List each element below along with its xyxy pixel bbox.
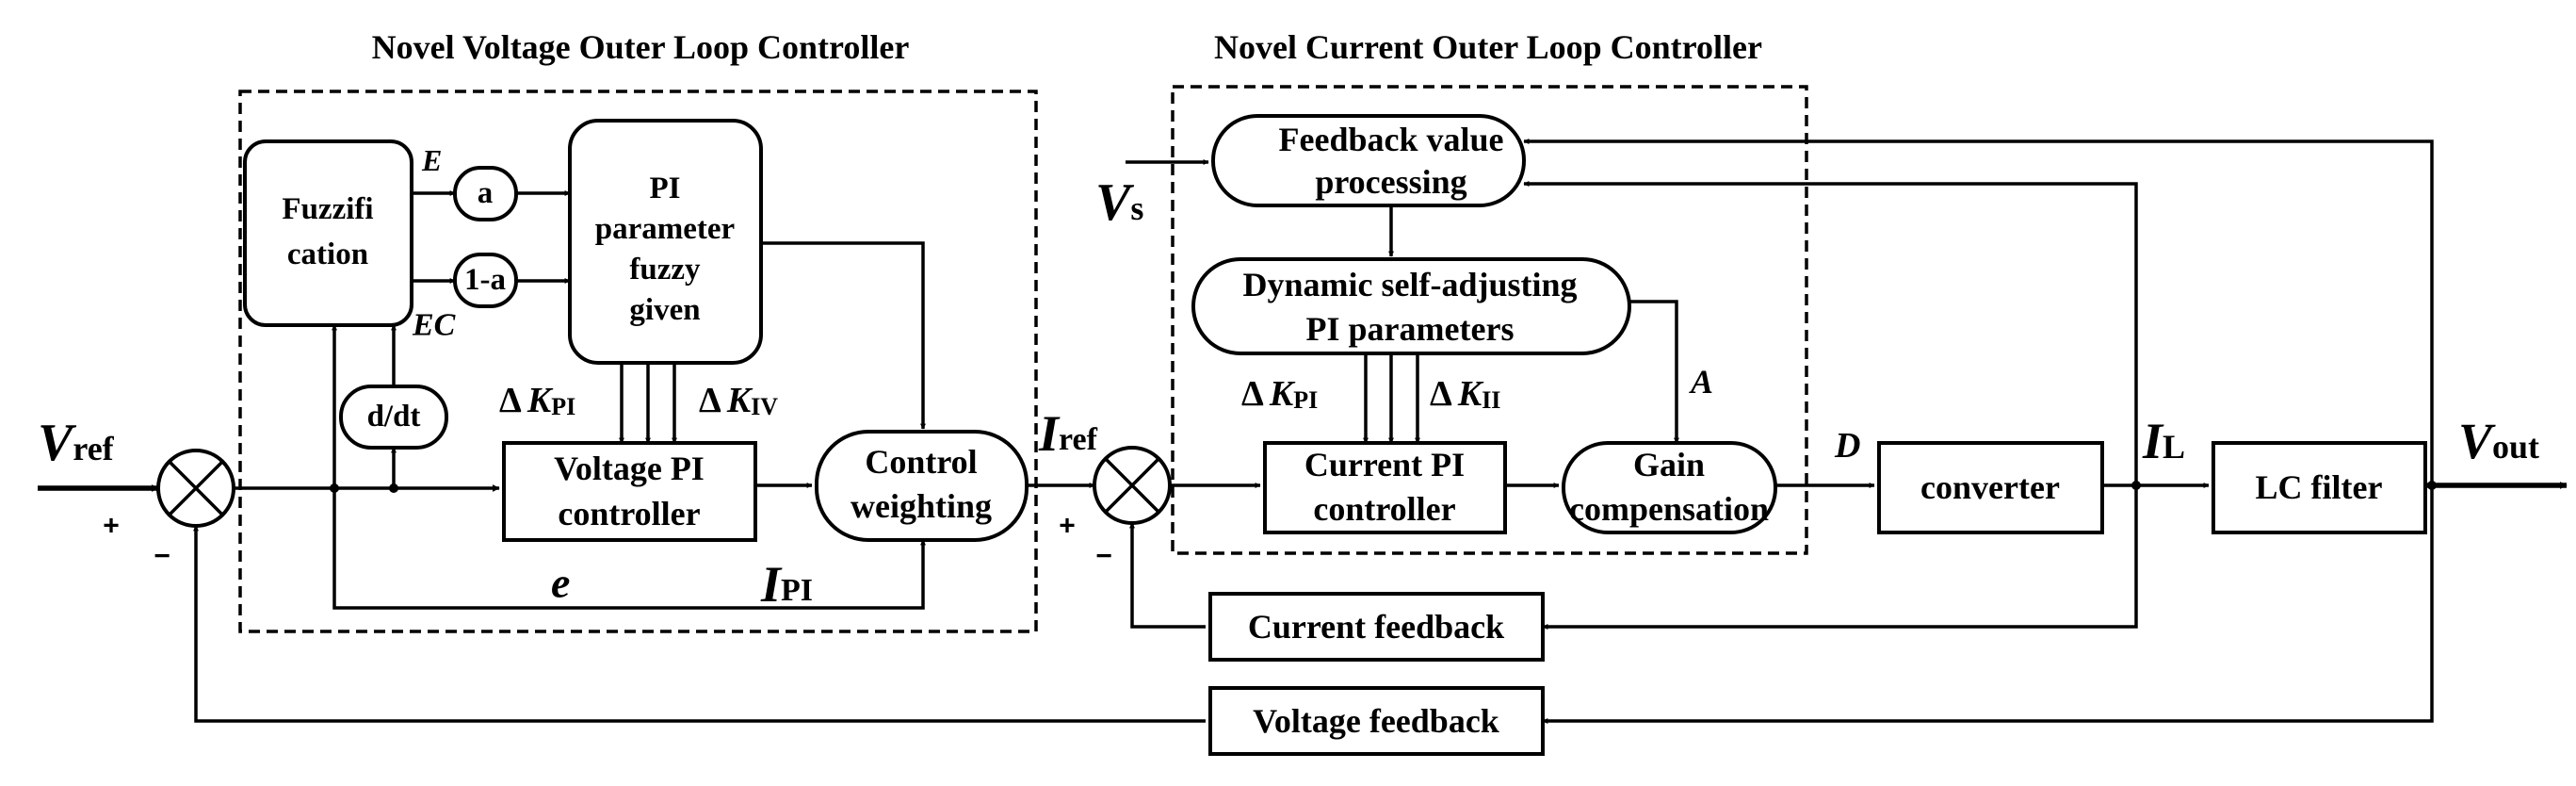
svg-text:parameter: parameter — [595, 212, 735, 246]
control-weighting-block: Control weighting — [815, 430, 1029, 542]
svg-text:Voltage PI: Voltage PI — [554, 450, 705, 487]
iref-label: Iref — [1038, 405, 1098, 462]
pi-parameter-fuzzy-block: PI parameter fuzzy given — [568, 119, 763, 365]
e-signal-label: E — [421, 143, 442, 177]
sum1-minus-sign: − — [154, 541, 170, 572]
ipi-label: IPI — [760, 556, 813, 613]
duty-d-label: D — [1834, 426, 1860, 466]
svg-text:a: a — [478, 176, 494, 210]
sum1-plus-sign: + — [103, 511, 120, 542]
voltage-feedback-block: Voltage feedback — [1208, 686, 1545, 756]
svg-text:controller: controller — [1313, 490, 1455, 528]
converter-block: converter — [1877, 441, 2104, 534]
svg-text:processing: processing — [1315, 163, 1466, 201]
svg-text:fuzzy: fuzzy — [629, 253, 701, 287]
current-loop-title: Novel Current Outer Loop Controller — [1214, 28, 1762, 66]
voltage-loop-boundary — [238, 90, 1038, 633]
vs-label: Vs — [1095, 173, 1143, 232]
svg-text:Voltage feedback: Voltage feedback — [1253, 702, 1499, 740]
il-label: IL — [2142, 413, 2185, 469]
junction-dots — [330, 481, 2437, 493]
vout-label: Vout — [2458, 413, 2539, 469]
svg-text:cation: cation — [287, 237, 368, 271]
svg-text:Control: Control — [865, 443, 977, 481]
svg-text:Dynamic self-adjusting: Dynamic self-adjusting — [1242, 266, 1577, 303]
dynamic-pi-parameters-block: Dynamic self-adjusting PI parameters — [1191, 257, 1631, 355]
svg-text:Fuzzifi: Fuzzifi — [282, 192, 373, 226]
gain-a-block: a — [453, 166, 518, 221]
svg-text:controller: controller — [558, 495, 700, 532]
feedback-processing-block: Feedback value processing — [1211, 114, 1526, 207]
current-loop-boundary — [1171, 85, 1808, 555]
gain-1-minus-a-block: 1-a — [453, 253, 518, 308]
signal-wires — [38, 139, 2568, 724]
error-e-label: e — [551, 559, 570, 607]
svg-text:1-a: 1-a — [464, 263, 506, 297]
svg-text:PI parameters: PI parameters — [1306, 310, 1515, 348]
sum2-plus-sign: + — [1059, 511, 1076, 542]
ec-signal-label: EC — [412, 308, 456, 343]
svg-text:Gain: Gain — [1633, 446, 1705, 483]
sum-junction-voltage — [156, 449, 235, 528]
current-pi-controller-block: Current PI controller — [1263, 441, 1507, 534]
gain-compensation-block: Gain compensation — [1562, 441, 1777, 534]
current-feedback-block: Current feedback — [1208, 592, 1545, 662]
voltage-loop-title: Novel Voltage Outer Loop Controller — [372, 28, 910, 66]
svg-text:LC filter: LC filter — [2256, 468, 2383, 506]
svg-text:Feedback value: Feedback value — [1279, 121, 1504, 158]
svg-text:Current PI: Current PI — [1304, 446, 1465, 483]
ddt-block: d/dt — [339, 385, 448, 450]
svg-text:weighting: weighting — [851, 487, 992, 525]
vref-label: Vref — [38, 414, 115, 472]
lc-filter-block: LC filter — [2211, 441, 2427, 534]
voltage-pi-controller-block: Voltage PI controller — [502, 441, 757, 542]
sum2-minus-sign: − — [1095, 541, 1112, 572]
svg-text:PI: PI — [650, 172, 681, 205]
svg-text:given: given — [629, 293, 700, 327]
svg-text:Current feedback: Current feedback — [1248, 608, 1504, 646]
fuzzification-block: Fuzzifi cation — [243, 139, 413, 327]
svg-text:converter: converter — [1920, 468, 2060, 506]
svg-text:d/dt: d/dt — [367, 400, 421, 434]
svg-text:compensation: compensation — [1569, 490, 1769, 528]
a-signal-label: A — [1689, 363, 1713, 401]
sum-junction-current — [1093, 446, 1172, 525]
